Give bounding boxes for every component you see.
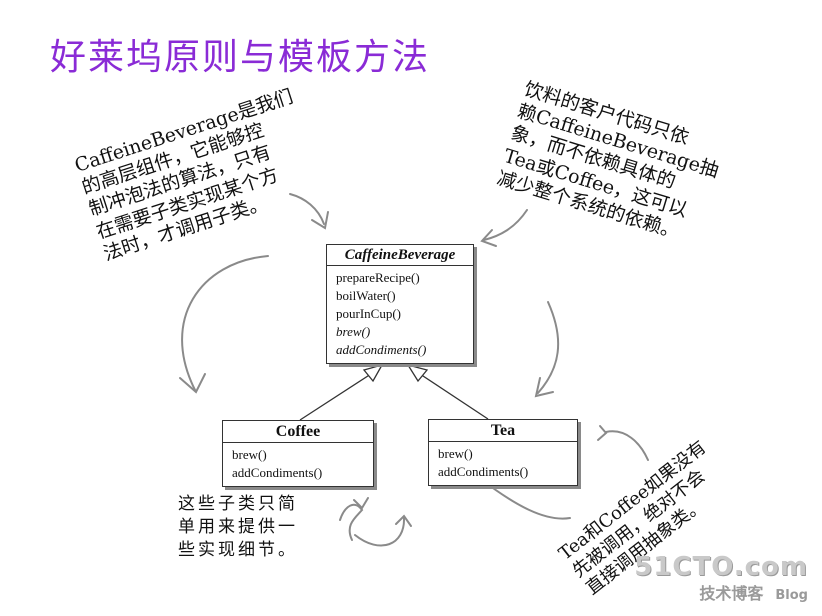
- watermark-logo: 51CTO.com 技术博客 Blog: [634, 552, 808, 604]
- arrow-bottom-left-1: [339, 503, 364, 541]
- arrow-left-big-head: [179, 373, 206, 394]
- arrow-top-left: [289, 193, 325, 225]
- abstract-method: addCondiments(): [336, 342, 427, 357]
- method: prepareRecipe(): [336, 270, 420, 285]
- class-name: CaffeineBeverage: [327, 245, 473, 266]
- watermark-subtitle-text: 技术博客: [699, 584, 764, 603]
- inherit-arrowhead-tea: [406, 363, 429, 383]
- arrow-bottom-right-coffee: [605, 430, 649, 461]
- method: boilWater(): [336, 288, 396, 303]
- class-coffee: Coffee brew() addCondiments(): [222, 420, 374, 487]
- watermark-logo-text: 51CTO.com: [634, 552, 808, 582]
- method-list: brew() addCondiments(): [429, 442, 577, 485]
- arrow-bottom-left-2: [354, 517, 406, 547]
- arrow-right-big: [537, 301, 560, 394]
- method: pourInCup(): [336, 306, 401, 321]
- arrow-top-right: [483, 209, 528, 241]
- method: brew(): [232, 447, 267, 462]
- arrow-bottom-right-coffee-head: [597, 425, 608, 441]
- arrow-right-big-head: [534, 377, 554, 398]
- class-tea: Tea brew() addCondiments(): [428, 419, 578, 486]
- method-list: prepareRecipe() boilWater() pourInCup() …: [327, 266, 473, 363]
- inherit-arrowhead-coffee: [362, 363, 384, 383]
- class-name: Tea: [429, 420, 577, 442]
- watermark-subtitle: 技术博客 Blog: [634, 580, 808, 604]
- annotation-bottom-left-line: 这些子类只简: [178, 494, 298, 514]
- annotation-bottom-left: 这些子类只简 单用来提供一 些实现细节。: [178, 493, 298, 562]
- method-list: brew() addCondiments(): [223, 443, 373, 486]
- arrow-bottom-right-tea: [481, 479, 571, 520]
- arrow-left-big: [181, 255, 269, 391]
- method: brew(): [438, 446, 473, 461]
- annotation-bottom-left-line: 单用来提供一: [178, 516, 298, 537]
- class-caffeine-beverage: CaffeineBeverage prepareRecipe() boilWat…: [326, 244, 474, 364]
- arrow-top-right-head: [480, 229, 497, 247]
- page-title: 好莱坞原则与模板方法: [50, 37, 431, 78]
- arrow-bottom-left-2-head: [395, 514, 412, 527]
- arrow-bottom-left-1-head: [353, 497, 369, 510]
- method: addCondiments(): [438, 464, 529, 479]
- abstract-method: brew(): [336, 324, 371, 339]
- class-name: Coffee: [223, 421, 373, 443]
- inherit-line-coffee: [299, 371, 375, 421]
- annotation-bottom-left-line: 些实现细节。: [178, 539, 298, 560]
- method: addCondiments(): [232, 465, 323, 480]
- inherit-line-tea: [416, 371, 489, 420]
- arrow-top-left-head: [311, 211, 329, 230]
- watermark-blog-text: Blog: [775, 588, 808, 603]
